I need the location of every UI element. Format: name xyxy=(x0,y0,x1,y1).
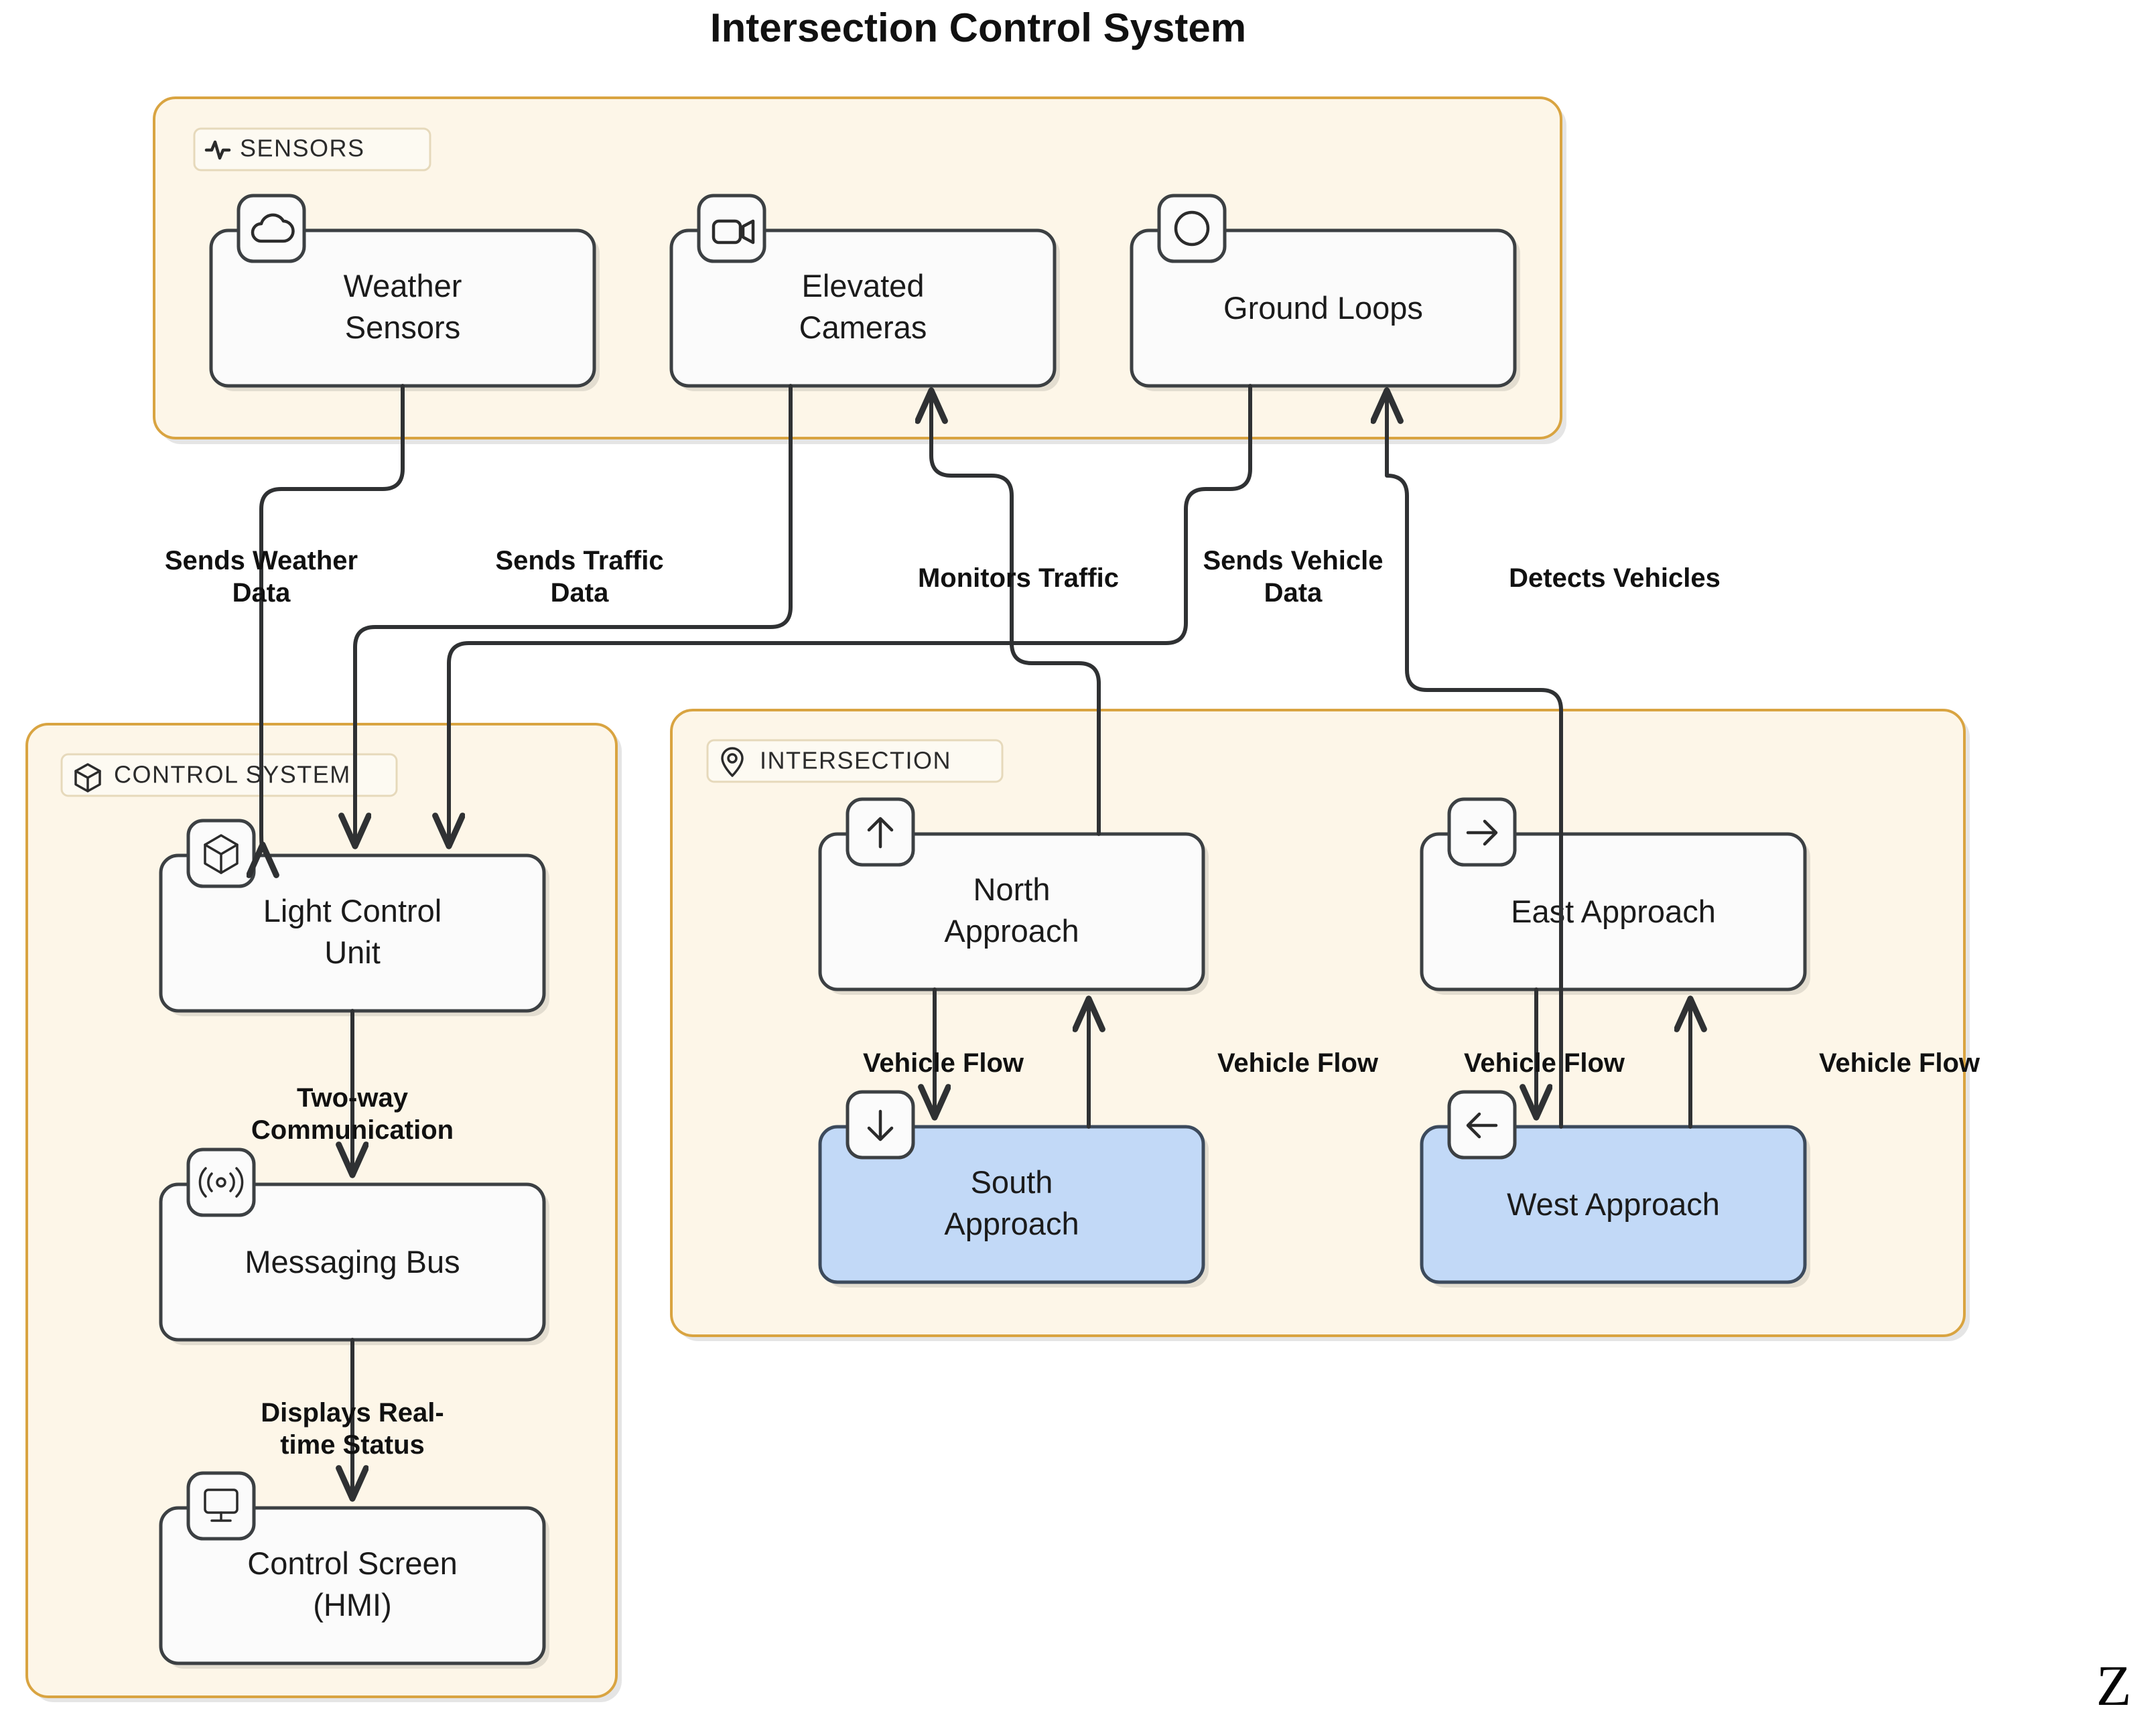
edge-layer xyxy=(261,384,1690,1498)
node-north-approach-label-line2: Approach xyxy=(944,913,1079,949)
node-elevated-cameras-body[interactable] xyxy=(669,228,1057,388)
node-east-approach[interactable]: East Approach xyxy=(1420,797,1810,995)
node-west-approach[interactable]: West Approach xyxy=(1420,1090,1810,1288)
activity-pulse-icon xyxy=(204,140,231,160)
node-south-approach-label-line1: South xyxy=(971,1164,1053,1200)
node-light-control-unit-label-line1: Light Control xyxy=(263,893,442,928)
arrow-left-icon xyxy=(1466,1112,1498,1139)
circle-icon xyxy=(1174,210,1210,247)
group-intersection: INTERSECTION North Approach South Approa… xyxy=(670,709,1970,1341)
group-intersection-label: INTERSECTION xyxy=(760,747,951,774)
node-ground-loops[interactable]: Ground Loops xyxy=(1130,194,1520,391)
cube-icon xyxy=(204,834,239,874)
edge-monitors-traffic xyxy=(931,391,1101,836)
edge-sends-traffic-data xyxy=(355,384,793,845)
node-south-approach-body[interactable] xyxy=(818,1125,1205,1284)
arrow-up-icon xyxy=(867,817,894,849)
node-light-control-unit[interactable]: Light Control Unit xyxy=(159,819,549,1016)
edge-label-layer: Sends Weather Data Sends Traffic Data Mo… xyxy=(165,546,1980,1460)
node-elevated-cameras-badge xyxy=(697,194,766,263)
node-control-screen-hmi[interactable]: Control Screen (HMI) xyxy=(159,1471,549,1669)
node-east-approach-label-line1: East Approach xyxy=(1511,894,1716,929)
edge-label-sends-traffic-data-line2: Data xyxy=(551,578,609,608)
edge-sends-weather-data xyxy=(261,384,405,849)
broadcast-icon xyxy=(198,1167,244,1198)
edge-label-displays-realtime-status-line1: Displays Real- xyxy=(261,1398,444,1428)
page-title: Intersection Control System xyxy=(710,5,1246,50)
group-control-system: CONTROL SYSTEM Light Control Unit xyxy=(25,723,622,1702)
group-control-system-label: CONTROL SYSTEM xyxy=(114,761,351,788)
edge-detects-vehicles xyxy=(1387,391,1563,1129)
edge-label-sends-vehicle-data-line1: Sends Vehicle xyxy=(1203,546,1383,575)
edge-label-vehicle-flow-west-east: Vehicle Flow xyxy=(1819,1048,1980,1078)
node-south-approach[interactable]: South Approach xyxy=(818,1090,1209,1288)
node-ground-loops-label-line1: Ground Loops xyxy=(1223,290,1423,326)
edge-label-sends-weather-data-line1: Sends Weather xyxy=(165,546,358,575)
edge-label-sends-traffic-data-line1: Sends Traffic xyxy=(495,546,663,575)
edge-label-sends-weather-data-line2: Data xyxy=(232,578,291,608)
edge-label-monitors-traffic: Monitors Traffic xyxy=(918,563,1119,593)
edge-sends-vehicle-data xyxy=(449,384,1252,845)
node-control-screen-hmi-label-line1: Control Screen xyxy=(247,1545,458,1581)
edge-label-vehicle-flow-south-north: Vehicle Flow xyxy=(1217,1048,1379,1078)
group-sensors: SENSORS Weather Sensors Elevated Cameras xyxy=(153,96,1566,444)
edge-label-vehicle-flow-east-west: Vehicle Flow xyxy=(1464,1048,1625,1078)
map-pin-icon xyxy=(721,747,744,777)
node-control-screen-hmi-label-line2: (HMI) xyxy=(313,1587,391,1622)
edge-label-two-way-communication-line1: Two-way xyxy=(297,1083,409,1113)
arrow-right-icon xyxy=(1466,819,1498,846)
edge-label-two-way-communication-line2: Communication xyxy=(251,1115,454,1145)
node-elevated-cameras[interactable]: Elevated Cameras xyxy=(669,194,1060,391)
monitor-icon xyxy=(204,1488,239,1522)
cloud-icon xyxy=(251,213,295,243)
node-north-approach[interactable]: North Approach xyxy=(818,797,1209,995)
node-south-approach-label-line2: Approach xyxy=(944,1206,1079,1241)
node-north-approach-label-line1: North xyxy=(973,872,1051,907)
node-control-screen-hmi-body[interactable] xyxy=(159,1506,546,1665)
edge-label-sends-vehicle-data-line2: Data xyxy=(1264,578,1323,608)
node-messaging-bus-label-line1: Messaging Bus xyxy=(245,1244,460,1279)
cube-icon xyxy=(74,763,101,792)
video-camera-icon xyxy=(712,219,755,245)
node-west-approach-label-line1: West Approach xyxy=(1507,1186,1720,1222)
node-messaging-bus[interactable]: Messaging Bus xyxy=(159,1148,549,1345)
node-west-approach-body[interactable] xyxy=(1420,1125,1807,1284)
node-east-approach-body[interactable] xyxy=(1420,832,1807,991)
edge-label-detects-vehicles: Detects Vehicles xyxy=(1509,563,1721,593)
node-north-approach-body[interactable] xyxy=(818,832,1205,991)
group-sensors-label: SENSORS xyxy=(240,135,365,162)
group-sensors-label-chip xyxy=(193,127,431,171)
node-elevated-cameras-label-line1: Elevated xyxy=(802,268,925,303)
node-weather-sensors[interactable]: Weather Sensors xyxy=(209,194,600,391)
watermark: Z xyxy=(2096,1653,2132,1718)
arrow-down-icon xyxy=(867,1109,894,1141)
node-weather-sensors-label-line1: Weather xyxy=(344,268,462,303)
node-control-screen-hmi-badge xyxy=(186,1471,256,1541)
edge-label-vehicle-flow-north-south: Vehicle Flow xyxy=(863,1048,1024,1078)
node-weather-sensors-label-line2: Sensors xyxy=(345,309,460,345)
edge-label-displays-realtime-status-line2: time Status xyxy=(280,1430,425,1460)
node-ground-loops-badge xyxy=(1157,194,1227,263)
node-elevated-cameras-label-line2: Cameras xyxy=(799,309,927,345)
group-intersection-label-chip xyxy=(706,739,1004,783)
node-messaging-bus-badge xyxy=(186,1148,256,1217)
group-control-system-label-chip xyxy=(60,753,398,797)
node-light-control-unit-label-line2: Unit xyxy=(324,934,381,970)
node-weather-sensors-badge xyxy=(237,194,306,263)
node-ground-loops-body[interactable] xyxy=(1130,228,1517,388)
